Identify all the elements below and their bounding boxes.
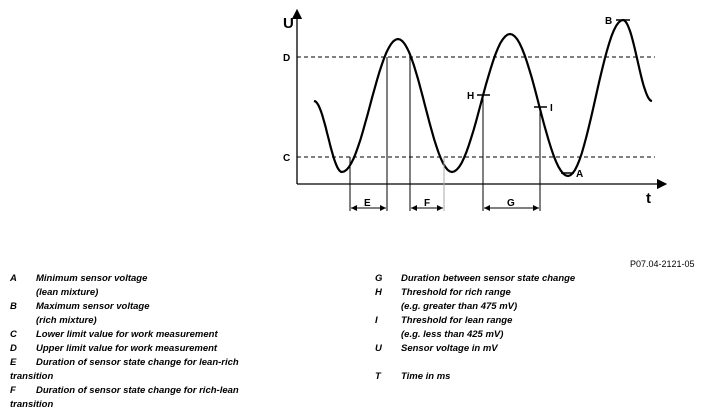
legend-item-i: I Threshold for lean range (e.g. less th… xyxy=(375,314,695,342)
lean-threshold-label: I xyxy=(550,103,553,114)
legend-key: A xyxy=(10,273,17,284)
minimum-label: A xyxy=(576,169,583,180)
legend-desc: Lower limit value for work measurement xyxy=(36,329,218,340)
x-axis-label: t xyxy=(646,190,651,207)
legend-item-g: G Duration between sensor state change xyxy=(375,272,695,286)
interval-g-label: G xyxy=(507,198,515,209)
legend-key: T xyxy=(375,371,381,382)
legend-item-e: E Duration of sensor state change for le… xyxy=(10,356,300,384)
legend-item-b: B Maximum sensor voltage (rich mixture) xyxy=(10,300,300,328)
legend-desc: Duration of sensor state change for rich… xyxy=(10,385,239,410)
rich-threshold-label: H xyxy=(467,91,474,102)
legend-desc: Threshold for rich range (e.g. greater t… xyxy=(401,287,518,312)
legend-desc: Upper limit value for work measurement xyxy=(36,343,218,354)
legend-left: A Minimum sensor voltage (lean mixture) … xyxy=(10,272,300,412)
legend-key: H xyxy=(375,287,382,298)
legend-item-u: U Sensor voltage in mV xyxy=(375,342,695,356)
lower-limit-label: C xyxy=(283,153,290,164)
legend-desc: Time in ms xyxy=(401,371,451,382)
legend-key: G xyxy=(375,273,383,284)
legend-desc: Threshold for lean range (e.g. less than… xyxy=(401,315,513,340)
legend-key: F xyxy=(10,385,16,396)
sensor-voltage-diagram: U t D C E F G H I A B xyxy=(283,8,668,211)
figure-id: P07.04-2121-05 xyxy=(630,259,695,269)
legend-desc: Duration between sensor state change xyxy=(401,273,576,284)
sensor-voltage-waveform xyxy=(313,18,653,178)
legend-item-a: A Minimum sensor voltage (lean mixture) xyxy=(10,272,300,300)
legend-item-c: C Lower limit value for work measurement xyxy=(10,328,300,342)
legend-key: U xyxy=(375,343,382,354)
legend-item-f: F Duration of sensor state change for ri… xyxy=(10,384,300,412)
legend-right: G Duration between sensor state change H… xyxy=(375,272,695,384)
maximum-label: B xyxy=(605,16,612,27)
legend-key: C xyxy=(10,329,17,340)
legend-desc: Minimum sensor voltage (lean mixture) xyxy=(36,273,148,298)
interval-f-label: F xyxy=(424,198,430,209)
legend-key: D xyxy=(10,343,17,354)
legend-key: I xyxy=(375,315,378,326)
legend-desc: Maximum sensor voltage (rich mixture) xyxy=(36,301,150,326)
legend-key: B xyxy=(10,301,17,312)
legend-key: E xyxy=(10,357,17,368)
interval-e-label: E xyxy=(364,198,371,209)
legend-item-d: D Upper limit value for work measurement xyxy=(10,342,300,356)
legend-item-h: H Threshold for rich range (e.g. greater… xyxy=(375,286,695,314)
legend-desc: Duration of sensor state change for lean… xyxy=(10,357,239,382)
y-axis-label: U xyxy=(283,15,294,32)
legend-item-t: T Time in ms xyxy=(375,370,695,384)
upper-limit-label: D xyxy=(283,53,290,64)
legend-desc: Sensor voltage in mV xyxy=(401,343,498,354)
interval-g-arrowheads xyxy=(484,205,539,211)
